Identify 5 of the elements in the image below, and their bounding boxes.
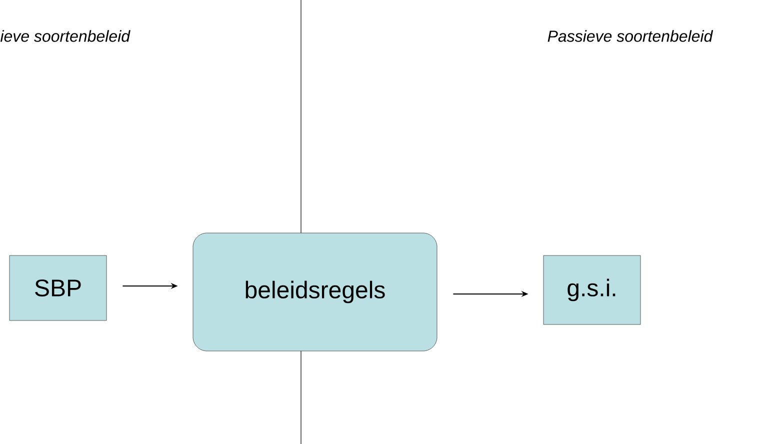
process-box: g.s.i. <box>543 255 641 325</box>
section-heading: ieve soortenbeleid <box>0 30 130 42</box>
rounded-process-box: beleidsregels <box>192 232 438 352</box>
process-box: SBP <box>9 255 107 321</box>
section-heading: Passieve soortenbeleid <box>548 30 714 42</box>
